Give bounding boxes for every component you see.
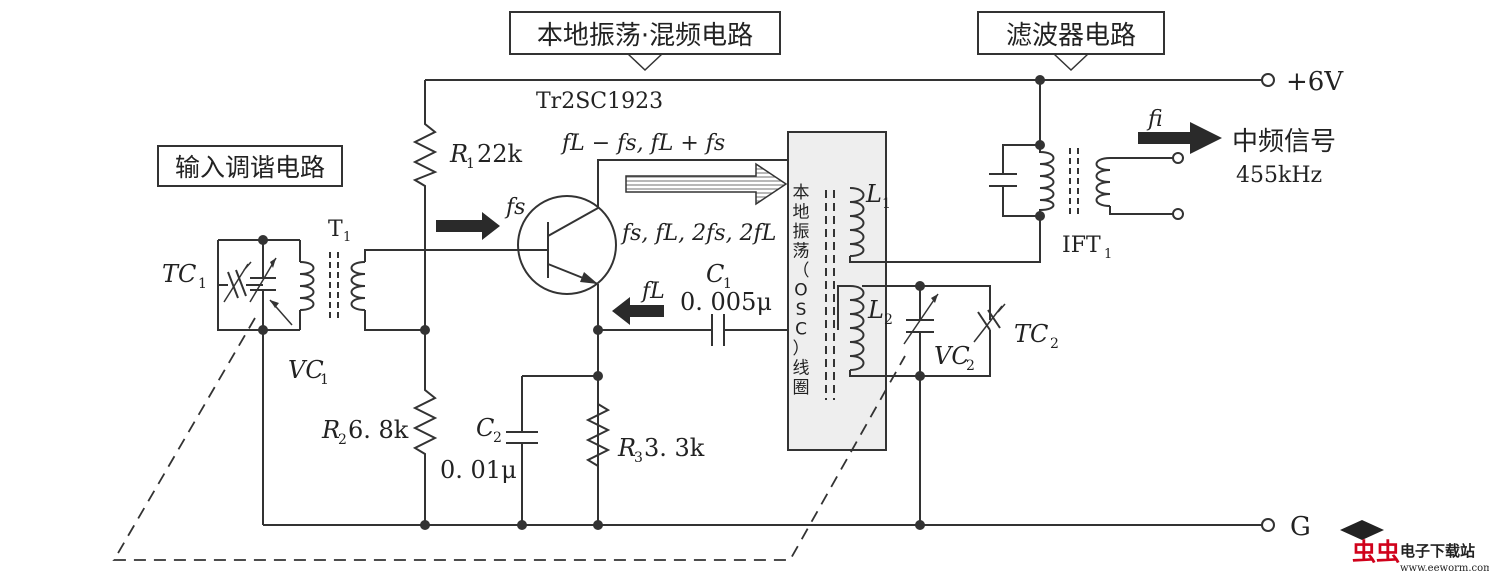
osc-coil-char: C: [795, 320, 807, 340]
svg-text:1: 1: [1104, 247, 1112, 262]
fl-arrow: fL: [612, 279, 665, 325]
osc-coil-char: 线: [793, 359, 810, 379]
osc-coil-char: 本: [793, 183, 810, 203]
svg-text:TC: TC: [1014, 320, 1048, 348]
svg-text:2: 2: [966, 358, 975, 374]
svg-text:1: 1: [723, 276, 732, 292]
svg-text:22k: 22k: [477, 140, 523, 168]
resistor-r2: R 2 6. 8k: [321, 330, 438, 525]
svg-text:fs: fs: [504, 195, 525, 220]
ground-label: G: [1290, 512, 1311, 542]
osc-coil-char: 地: [793, 203, 810, 223]
input-tuning-title-box: 输入调谐电路: [157, 145, 343, 187]
osc-coil-char: O: [794, 281, 807, 301]
transistor-label: Tr2SC1923: [536, 89, 663, 114]
osc-coil-char: ）: [793, 339, 810, 359]
mix-output-arrow: [625, 162, 788, 206]
svg-text:6. 8k: 6. 8k: [348, 416, 409, 444]
ganged-tuning-link: [112, 317, 906, 561]
svg-text:0. 005μ: 0. 005μ: [680, 288, 772, 316]
osc-coil-char: （: [793, 261, 810, 281]
svg-text:1: 1: [320, 372, 329, 388]
osc-mixer-title: 本地振荡·混频电路: [537, 21, 753, 51]
transistor-freq-label: fs, fL, 2fs, 2fL: [620, 221, 776, 246]
watermark-site: 电子下载站: [1400, 542, 1475, 560]
osc-mixer-title-box: 本地振荡·混频电路: [509, 11, 781, 72]
osc-coil-char: 圈: [793, 378, 810, 398]
ground-rail: G: [263, 512, 1311, 542]
svg-text:2: 2: [1050, 336, 1059, 352]
filter-title: 滤波器电路: [1006, 21, 1136, 51]
mortarboard-icon: [1340, 520, 1384, 540]
watermark: 虫虫 电子下载站 www.eeworm.com: [1340, 520, 1489, 574]
input-tuning-circuit: TC 1 VC 1 T 1: [162, 217, 510, 525]
resistor-r3: R 3 3. 3k: [585, 376, 705, 525]
if-signal-label: 中频信号: [1232, 127, 1336, 157]
svg-text:R: R: [449, 140, 468, 168]
fs-arrow: fs: [436, 195, 525, 240]
watermark-logo: 虫虫: [1352, 538, 1400, 566]
svg-text:1: 1: [882, 196, 891, 212]
osc-coil-char: 荡: [793, 242, 810, 262]
svg-text:C: C: [476, 414, 494, 442]
svg-text:L: L: [867, 296, 884, 324]
svg-text:fi: fi: [1146, 107, 1163, 132]
ift-filter: IFT 1: [989, 75, 1184, 262]
if-freq-label: 455kHz: [1236, 163, 1322, 188]
svg-text:1: 1: [466, 156, 475, 172]
svg-text:VC: VC: [934, 342, 970, 370]
osc-coil-block: 本地振荡（OSC）线圈 L 1 L 2: [787, 131, 1041, 451]
svg-text:TC: TC: [162, 260, 196, 288]
svg-text:2: 2: [338, 432, 347, 448]
svg-text:2: 2: [493, 430, 502, 446]
svg-text:fL: fL: [640, 279, 665, 304]
svg-text:T: T: [328, 217, 343, 242]
svg-text:1: 1: [343, 230, 351, 245]
supply-label: +6V: [1286, 67, 1344, 97]
watermark-url: www.eeworm.com: [1400, 563, 1489, 573]
mix-freq-label: fL − fs, fL + fs: [560, 131, 725, 156]
svg-text:C: C: [706, 260, 724, 288]
input-tuning-title: 输入调谐电路: [175, 153, 325, 182]
svg-text:3. 3k: 3. 3k: [644, 434, 705, 462]
svg-text:L: L: [865, 180, 882, 208]
svg-text:3: 3: [634, 450, 643, 466]
svg-text:R: R: [617, 434, 636, 462]
osc-coil-char: S: [796, 300, 807, 320]
supply-terminal: [1261, 73, 1275, 87]
svg-text:R: R: [321, 416, 340, 444]
osc-coil-char: 振: [793, 222, 810, 242]
svg-text:IFT: IFT: [1062, 233, 1101, 258]
capacitor-c1: C 1 0. 005μ: [598, 260, 838, 346]
ground-terminal: [1261, 518, 1275, 532]
fi-arrow: fi: [1138, 107, 1222, 154]
osc-tuning-caps: VC 2 TC 2: [903, 281, 1059, 525]
osc-coil-label: 本地振荡（OSC）线圈: [793, 183, 810, 398]
svg-text:2: 2: [884, 312, 893, 328]
resistor-r1: R 1 22k: [412, 118, 523, 330]
svg-text:VC: VC: [288, 356, 324, 384]
filter-title-box: 滤波器电路: [977, 11, 1165, 72]
supply-rail: +6V: [424, 67, 1344, 118]
svg-text:1: 1: [198, 276, 207, 292]
capacitor-c2: C 2 0. 01μ: [440, 375, 598, 525]
svg-text:0. 01μ: 0. 01μ: [440, 456, 517, 484]
